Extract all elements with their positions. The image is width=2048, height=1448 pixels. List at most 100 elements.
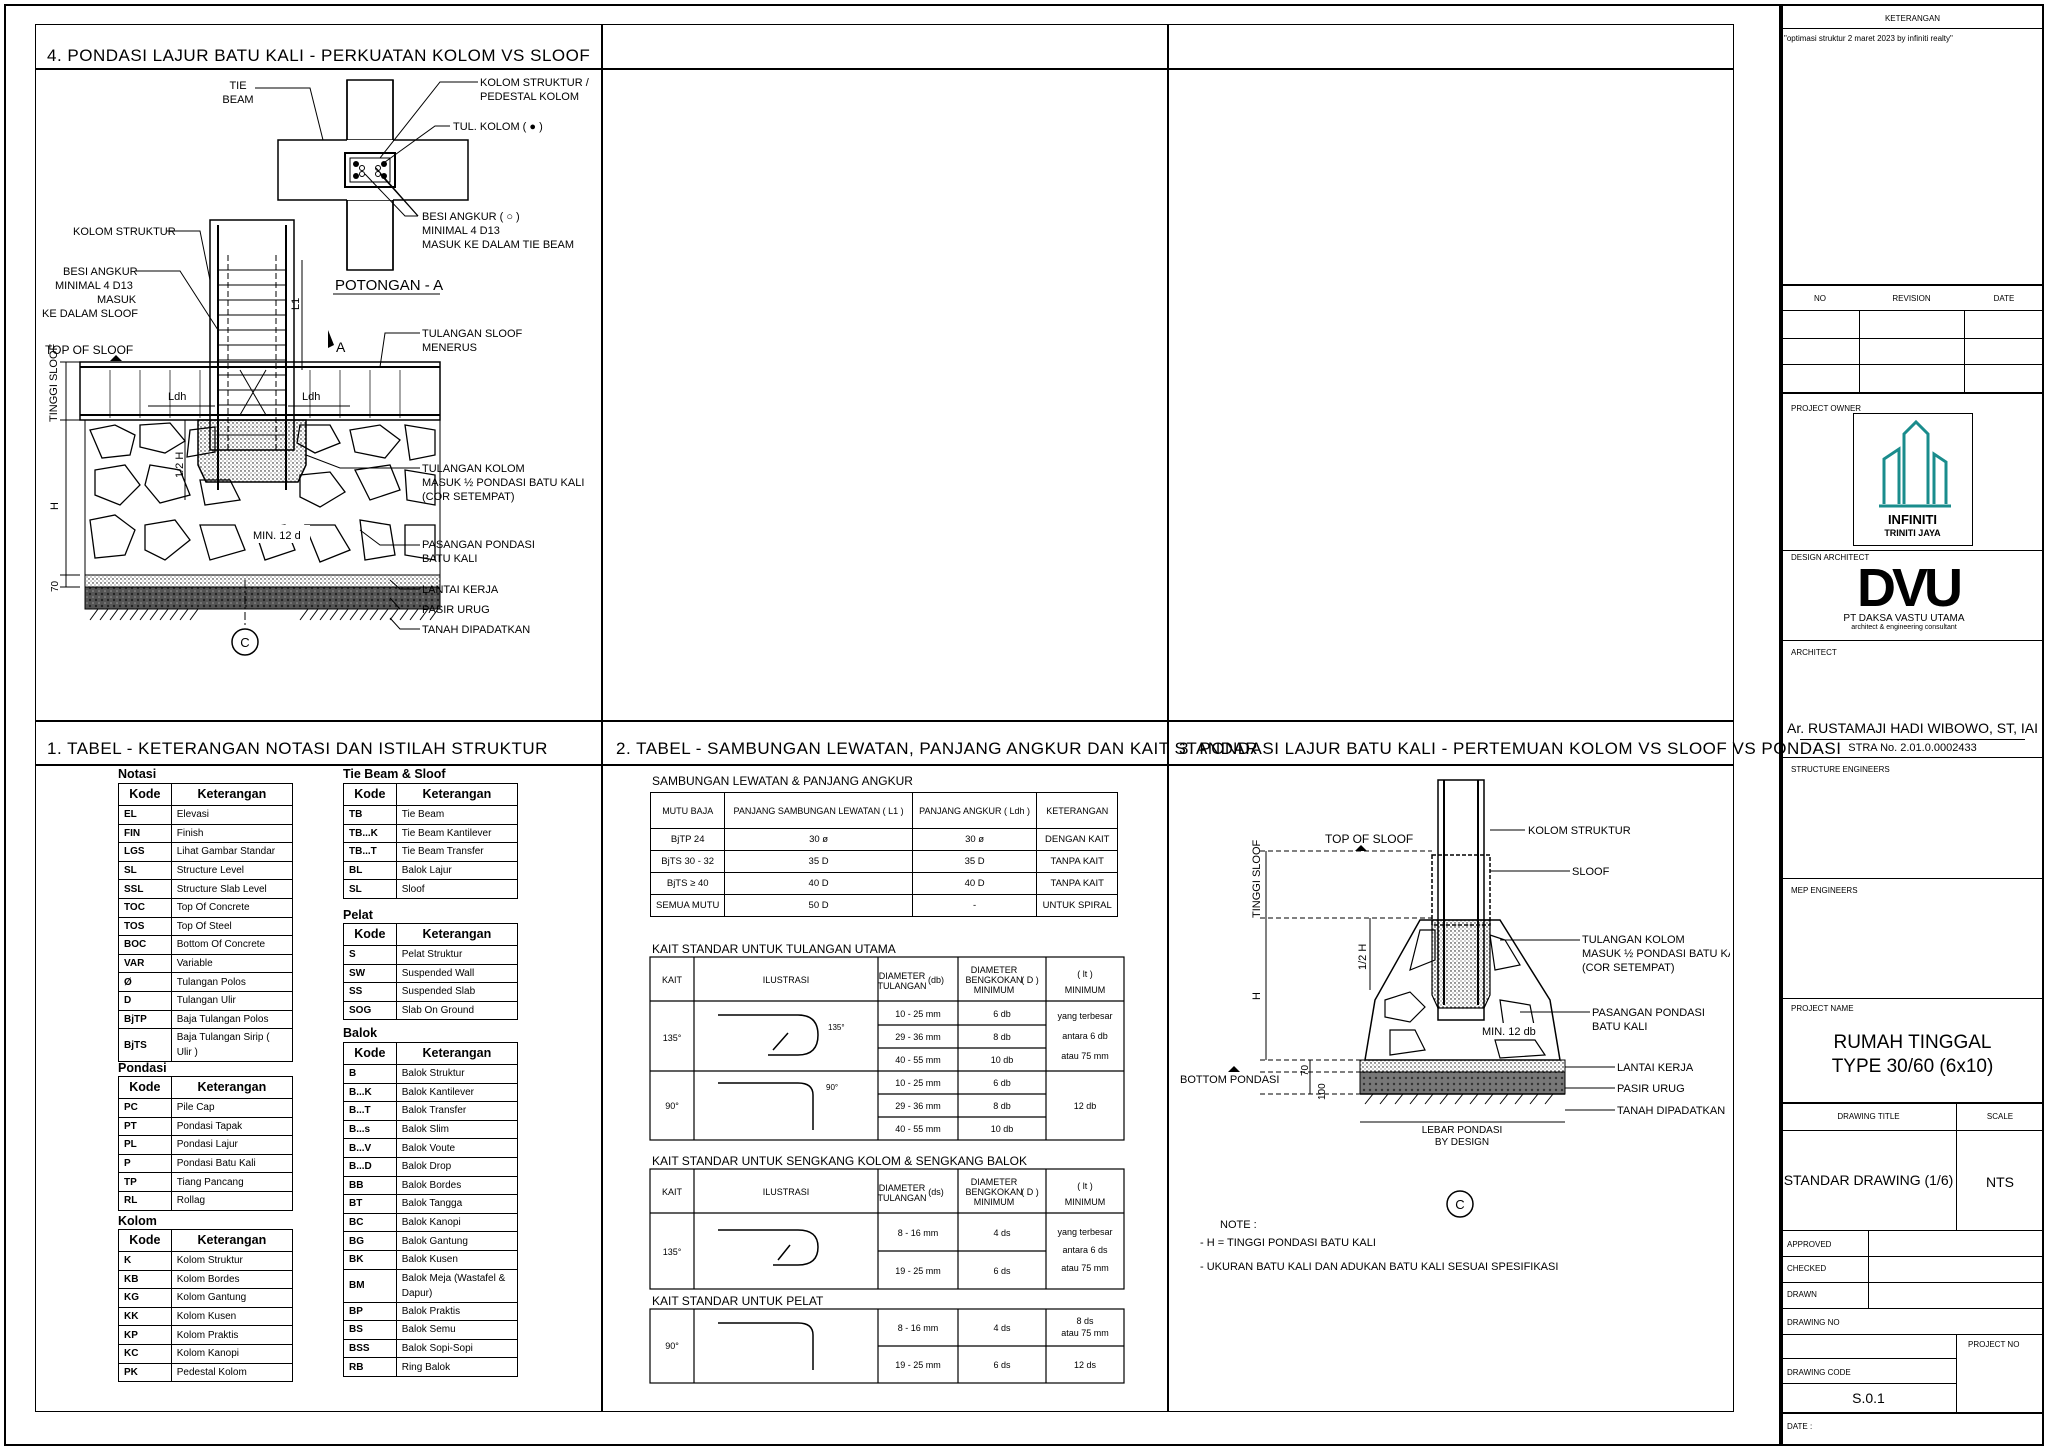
table-cell-kode: BSS xyxy=(343,1338,397,1359)
table-cell-keterangan: Tiang Pancang xyxy=(170,1172,294,1192)
svg-text:(ds): (ds) xyxy=(928,1187,944,1197)
table-cell-kode: RL xyxy=(118,1190,172,1211)
project-no-label: PROJECT NO xyxy=(1968,1340,2020,1349)
architect-stra: STRA No. 2.01.0.0002433 xyxy=(1848,742,1977,754)
svg-text:antara 6 ds: antara 6 ds xyxy=(1062,1245,1108,1255)
architect-label: ARCHITECT xyxy=(1791,648,1837,657)
col-divider-1 xyxy=(601,24,603,1412)
svg-text:8 db: 8 db xyxy=(993,1101,1011,1111)
structure-label: STRUCTURE ENGINEERS xyxy=(1791,765,1890,774)
table-cell-kode: BL xyxy=(343,860,397,881)
table-cell-keterangan: Balok Meja (Wastafel & Dapur) xyxy=(395,1268,519,1303)
svg-text:atau 75 mm: atau 75 mm xyxy=(1061,1328,1109,1338)
table-cell-kode: TB xyxy=(343,805,397,825)
table-cell: 30 ø xyxy=(911,828,1038,851)
svg-text:TINGGI SLOOF: TINGGI SLOOF xyxy=(1251,839,1263,918)
table-cell-kode: SS xyxy=(343,982,397,1002)
svg-text:8 - 16 mm: 8 - 16 mm xyxy=(898,1323,939,1333)
svg-text:LANTAI KERJA: LANTAI KERJA xyxy=(422,584,499,596)
svg-text:40 - 55 mm: 40 - 55 mm xyxy=(895,1124,941,1134)
table-cell-keterangan: Suspended Wall xyxy=(395,963,519,984)
svg-text:A: A xyxy=(336,339,346,355)
table-cell-kode: PK xyxy=(118,1362,172,1383)
table-cell-kode: B...V xyxy=(343,1138,397,1158)
kait-sengkang-title: KAIT STANDAR UNTUK SENGKANG KOLOM & SENG… xyxy=(652,1154,1027,1168)
table-cell-keterangan: Elevasi xyxy=(170,805,294,825)
svg-text:C: C xyxy=(240,635,249,650)
table-cell-keterangan: Balok Gantung xyxy=(395,1231,519,1251)
table-cell: SEMUA MUTU xyxy=(649,894,726,917)
table-cell-keterangan: Baja Tulangan Sirip ( Ulir ) xyxy=(170,1028,294,1063)
table-cell-kode: B...D xyxy=(343,1156,397,1177)
table-cell: 50 D xyxy=(724,894,913,917)
project-name-2: TYPE 30/60 (6x10) xyxy=(1831,1056,1994,1077)
table-cell-keterangan: Kolom Struktur xyxy=(170,1251,294,1271)
table-cell-kode: SSL xyxy=(118,879,172,899)
project-owner-label: PROJECT OWNER xyxy=(1791,404,1862,413)
table-cell: BjTS 30 - 32 xyxy=(649,850,726,873)
mid-title-line xyxy=(35,764,1734,766)
svg-text:KE DALAM SLOOF: KE DALAM SLOOF xyxy=(42,308,138,320)
table-cell-kode: BjTP xyxy=(118,1009,172,1030)
svg-text:H: H xyxy=(49,502,61,510)
pelat-title: Pelat xyxy=(343,908,373,922)
table-cell-kode: TB...K xyxy=(343,823,397,844)
svg-text:yang terbesar: yang terbesar xyxy=(1057,1227,1112,1237)
pondasi-head-ket: Keterangan xyxy=(170,1076,294,1099)
table-cell-kode: TOS xyxy=(118,916,172,937)
table-cell-keterangan: Pondasi Batu Kali xyxy=(170,1153,294,1174)
kolom-head-ket: Keterangan xyxy=(170,1229,294,1252)
table-cell-kode: SL xyxy=(343,879,397,899)
table-cell: TANPA KAIT xyxy=(1036,872,1118,895)
tiebeam-head-kode: Kode xyxy=(343,783,397,806)
table-cell-keterangan: Balok Transfer xyxy=(395,1101,519,1121)
svg-text:10 db: 10 db xyxy=(991,1055,1014,1065)
table-cell-kode: Ø xyxy=(118,972,172,992)
svg-text:8 ds: 8 ds xyxy=(1076,1316,1094,1326)
svg-text:MINIMUM: MINIMUM xyxy=(1065,985,1106,995)
table-cell-keterangan: Pile Cap xyxy=(170,1098,294,1118)
svg-text:Ldh: Ldh xyxy=(302,391,320,403)
svg-text:C: C xyxy=(1455,1197,1464,1212)
svg-text:12 ds: 12 ds xyxy=(1074,1360,1097,1370)
svg-text:4 ds: 4 ds xyxy=(993,1228,1011,1238)
rev-date-header: DATE xyxy=(1993,294,2015,303)
table-cell-kode: PC xyxy=(118,1098,172,1118)
table-cell-keterangan: Balok Bordes xyxy=(395,1175,519,1196)
svg-text:(db): (db) xyxy=(928,975,944,985)
owner-logo-text: INFINITI xyxy=(1887,512,1938,527)
svg-text:8 db: 8 db xyxy=(993,1032,1011,1042)
notasi-head-kode: Kode xyxy=(118,783,172,806)
svg-text:10 - 25 mm: 10 - 25 mm xyxy=(895,1009,941,1019)
svg-text:KOLOM STRUKTUR: KOLOM STRUKTUR xyxy=(1528,825,1631,837)
svg-text:6 db: 6 db xyxy=(993,1009,1011,1019)
svg-text:Ldh: Ldh xyxy=(168,391,186,403)
table-cell-kode: TOC xyxy=(118,897,172,918)
svg-text:100: 100 xyxy=(1317,1083,1328,1100)
